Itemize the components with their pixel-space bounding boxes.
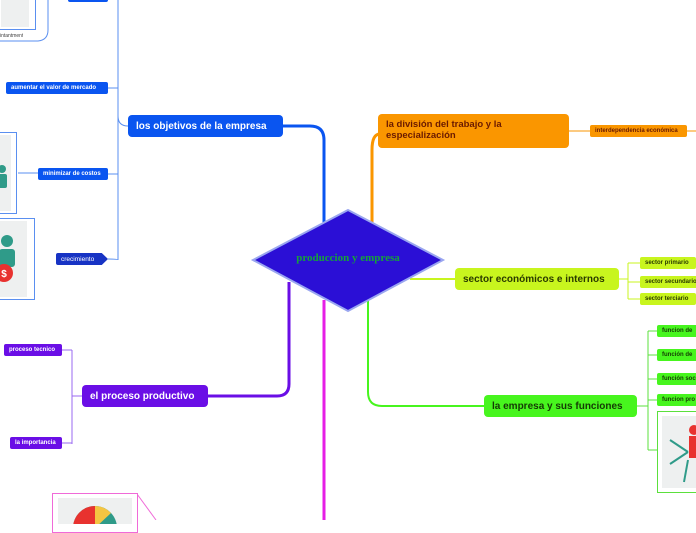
funcion-soc-node[interactable]: función soc (657, 373, 696, 385)
network-person-icon (657, 411, 696, 493)
sector-economicos-node[interactable]: sector económicos e internos (455, 268, 619, 290)
svg-text:$: $ (1, 269, 7, 280)
person-icon (0, 132, 17, 214)
funcion-de-1-node[interactable]: funcion de (657, 325, 696, 337)
sector-secundario-node[interactable]: sector secundario (640, 276, 696, 288)
objetivos-node[interactable]: los objetivos de la empresa (128, 115, 283, 137)
funcion-pro-node[interactable]: funcion pro (657, 394, 696, 406)
sector-terciario-node[interactable]: sector terciario (640, 293, 696, 305)
empresa-funciones-node[interactable]: la empresa y sus funciones (484, 395, 637, 417)
division-trabajo-node[interactable]: la división del trabajo y la especializa… (378, 114, 569, 148)
aumentar-valor-node[interactable]: aumentar el valor de mercado (6, 82, 108, 94)
top-cut-node[interactable] (68, 0, 108, 2)
la-importancia-node[interactable]: la importancia (10, 437, 62, 449)
proceso-tecnico-node[interactable]: proceso tecnico (4, 344, 62, 356)
money-person-icon: $ (0, 218, 35, 300)
funcion-de-2-node[interactable]: función de (657, 349, 696, 361)
pie-chart-icon (52, 493, 138, 533)
crecimiento-node[interactable]: crecimiento (56, 253, 108, 265)
proceso-productivo-node[interactable]: el proceso productivo (82, 385, 208, 407)
central-topic[interactable]: produccion y empresa (258, 252, 438, 270)
top-fragment-text: intantment (0, 33, 23, 39)
interdependencia-node[interactable]: interdependencia económica (590, 125, 687, 137)
minimizar-costos-node[interactable]: minimizar de costos (38, 168, 108, 180)
sector-primario-node[interactable]: sector primario (640, 257, 696, 269)
image-fragment-top (0, 0, 36, 30)
